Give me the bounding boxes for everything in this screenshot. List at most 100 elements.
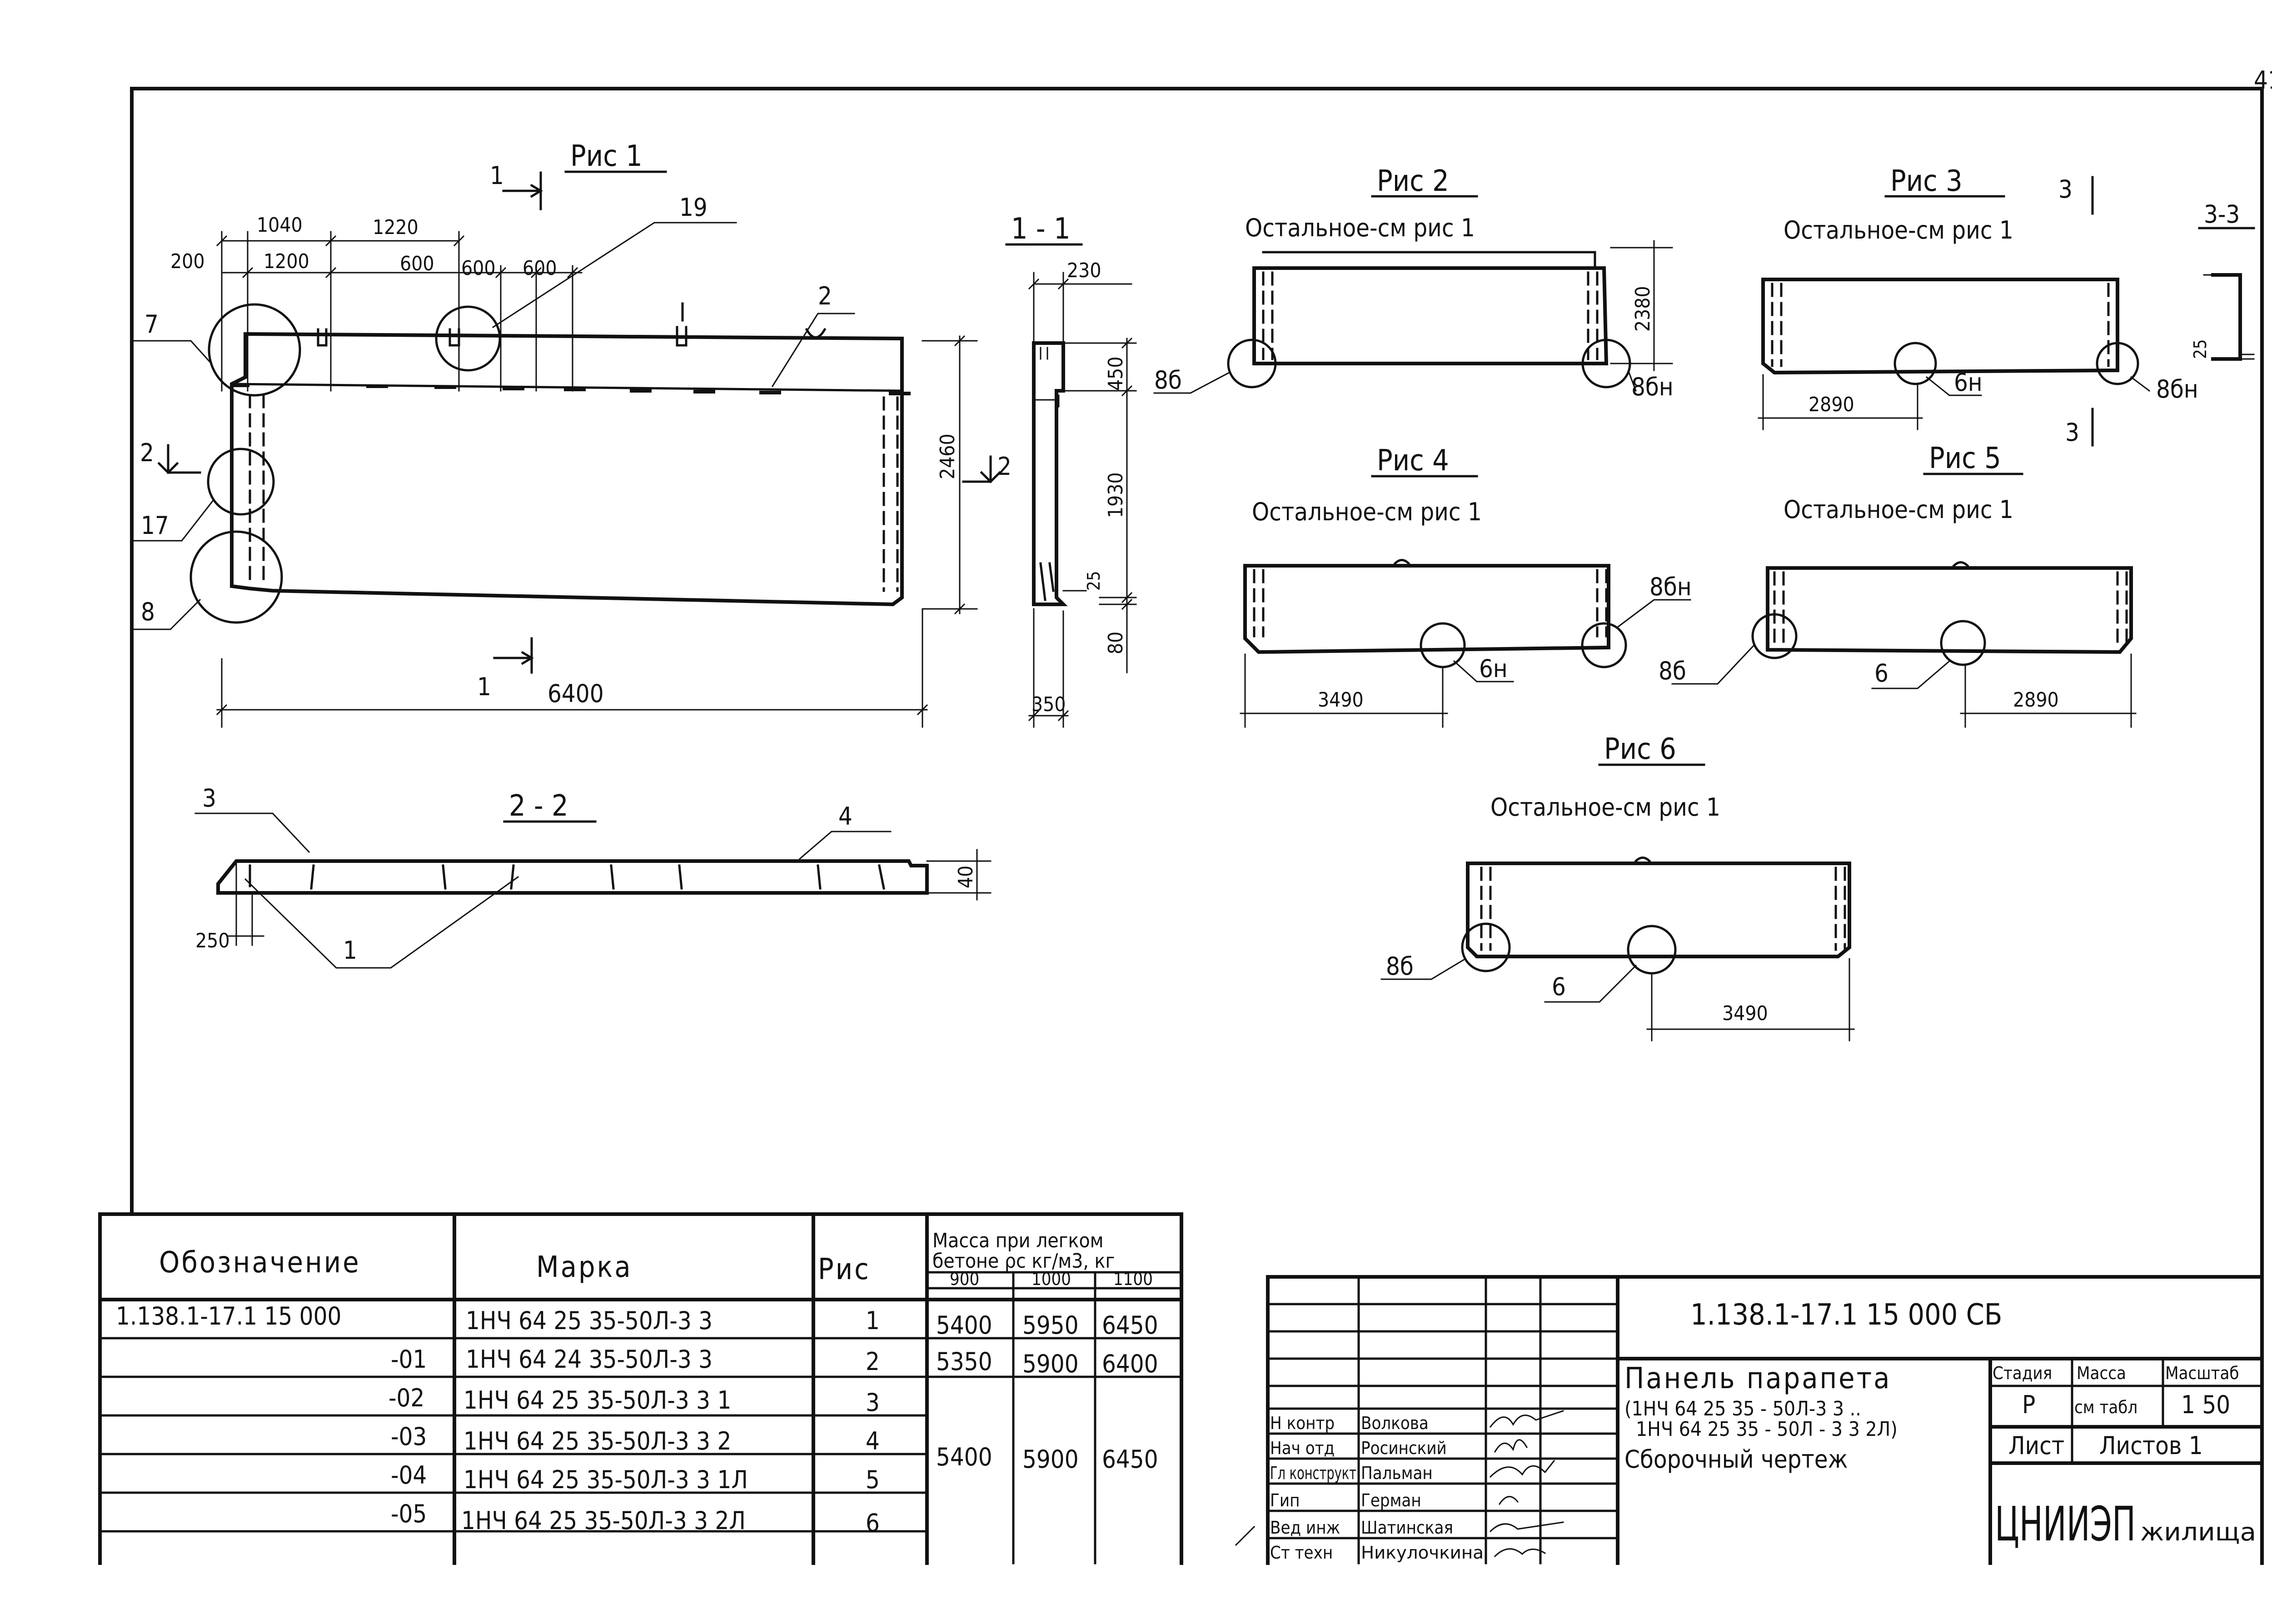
stage-value: Р — [2022, 1390, 2035, 1419]
fig5-note: Остальное-см рис 1 — [1784, 495, 2013, 524]
doc-name-line2: (1НЧ 64 25 35 - 50Л-3 3 .. — [1624, 1397, 1861, 1420]
row0-m900: 5400 — [936, 1311, 992, 1340]
fig5-panel-outline — [1766, 566, 2133, 654]
fig3-dim-2890: 2890 — [1809, 393, 1854, 416]
sheets-label: Листов 1 — [2099, 1431, 2203, 1460]
row2-designation: -02 — [389, 1384, 424, 1412]
row5-mark: 1НЧ 64 25 35-50Л-3 3 2Л — [461, 1506, 746, 1535]
signer-name-4: Шатинская — [1361, 1518, 1453, 1538]
row0-fig: 1 — [866, 1306, 880, 1335]
header-fig: Рис — [818, 1253, 871, 1286]
group-m1100: 6450 — [1102, 1445, 1158, 1474]
group-m900: 5400 — [936, 1443, 992, 1471]
figure-3: Рис 3 3 Остальное-см рис 1 2890 6н 8бн 3 — [1758, 164, 2198, 447]
fig3-callout-right: 8бн — [2156, 375, 2198, 404]
dim-1220: 1220 — [373, 216, 419, 239]
fig1-panel-outline — [230, 332, 904, 607]
header-1100: 1100 — [1113, 1269, 1153, 1289]
fig2-dim-2380: 2380 — [1631, 286, 1654, 332]
fig2-note: Остальное-см рис 1 — [1245, 214, 1475, 242]
fig5-title: Рис 5 — [1929, 442, 2001, 475]
header-mass-line2: бетоне ρс кг/м3, кг — [932, 1250, 1115, 1273]
mass-value: см табл — [2074, 1397, 2137, 1417]
row0-m1100: 6450 — [1102, 1311, 1158, 1340]
row4-mark: 1НЧ 64 25 35-50Л-3 3 1Л — [463, 1465, 748, 1494]
figure-5: Рис 5 Остальное-см рис 1 8б 6 2890 — [1659, 442, 2137, 728]
scale-value: 1 50 — [2181, 1390, 2230, 1419]
dim-25: 25 — [1084, 571, 1104, 591]
row3-fig: 4 — [866, 1427, 880, 1455]
org-main: ЦНИИЭП — [1995, 1496, 2136, 1552]
fig4-panel-outline — [1243, 564, 1610, 654]
dim-6400: 6400 — [548, 679, 604, 708]
fig2-panel-outline — [1252, 266, 1609, 365]
group-m1000: 5900 — [1022, 1445, 1079, 1474]
callout-4: 4 — [838, 802, 852, 831]
header-900: 900 — [950, 1269, 979, 1289]
fig3-cut-bottom: 3 — [2065, 418, 2079, 447]
section-1-1: 1 - 1 230 450 1930 25 80 350 — [1005, 212, 1137, 728]
header-designation: Обозначение — [159, 1246, 361, 1280]
signer-role-4: Вед инж — [1270, 1518, 1340, 1538]
figure-1: Рис 1 1 1 1040 1220 200 1200 600 600 600 — [131, 139, 1011, 728]
signature-2 — [1489, 1460, 1555, 1478]
dim-1040: 1040 — [257, 214, 303, 237]
fig6-callout-mid: 6 — [1552, 972, 1566, 1001]
row2-fig: 3 — [866, 1388, 880, 1417]
header-mark: Марка — [536, 1250, 633, 1284]
signature-4 — [1489, 1521, 1564, 1533]
signer-role-2: Гл конструкт — [1270, 1463, 1356, 1483]
signature-0 — [1489, 1410, 1564, 1428]
dim-350: 350 — [1031, 693, 1066, 716]
callout-19: 19 — [679, 193, 708, 222]
section22-title: 2 - 2 — [509, 789, 568, 823]
fig5-callout-mid: 6 — [1874, 659, 1888, 687]
sheet-frame — [98, 87, 2264, 1565]
row2-mark: 1НЧ 64 25 35-50Л-3 3 1 — [463, 1386, 731, 1415]
dim-200: 200 — [170, 250, 205, 273]
dim-600-c: 600 — [523, 257, 557, 280]
fig3-cut-top: 3 — [2058, 175, 2073, 204]
callout-2: 2 — [818, 282, 832, 310]
row0-m1000: 5950 — [1022, 1311, 1079, 1340]
fig2-title: Рис 2 — [1377, 164, 1449, 198]
section11-title: 1 - 1 — [1011, 212, 1071, 246]
fig6-panel-outline — [1466, 862, 1851, 958]
row4-fig: 5 — [866, 1465, 880, 1494]
fig1-sec2-left: 2 — [140, 438, 154, 467]
signer-role-5: Ст техн — [1270, 1543, 1333, 1563]
scale-label: Масштаб — [2165, 1363, 2239, 1383]
fig1-sec2-right: 2 — [997, 452, 1011, 481]
figure-6: Рис 6 Остальное-см рис 1 8б 6 3490 — [1380, 732, 1855, 1041]
title-block: 1.138.1-17.1 15 000 СБ Панель парапета (… — [1235, 1275, 2264, 1565]
fig4-dim-3490: 3490 — [1318, 688, 1364, 712]
row1-m900: 5350 — [936, 1347, 992, 1376]
doc-name-line3: 1НЧ 64 25 35 - 50Л - 3 3 2Л) — [1636, 1418, 1898, 1441]
row3-mark: 1НЧ 64 25 35-50Л-3 3 2 — [463, 1427, 731, 1455]
doc-name-line4: Сборочный чертеж — [1624, 1445, 1848, 1474]
org-sub: жилища — [2140, 1518, 2256, 1546]
fig6-dim-3490: 3490 — [1722, 1002, 1768, 1025]
row1-m1000: 5900 — [1022, 1350, 1079, 1378]
fig4-title: Рис 4 — [1377, 444, 1449, 478]
fig3-callout-mid: 6н — [1954, 368, 1983, 397]
signer-name-2: Пальман — [1361, 1463, 1433, 1483]
doc-code: 1.138.1-17.1 15 000 СБ — [1690, 1298, 2002, 1332]
section22-profile — [216, 859, 929, 895]
signer-name-1: Росинский — [1361, 1438, 1447, 1458]
row4-designation: -04 — [391, 1461, 427, 1489]
section33-dim-25: 25 — [2190, 339, 2210, 359]
section-3-3: 3-3 25 — [2190, 200, 2255, 361]
callout-8: 8 — [141, 598, 155, 626]
signer-name-5: Никулочкина — [1361, 1543, 1484, 1563]
callout-7: 7 — [144, 310, 159, 339]
fig6-note: Остальное-см рис 1 — [1490, 793, 1720, 822]
callout-3: 3 — [202, 784, 216, 812]
row0-designation: 1.138.1-17.1 15 000 — [116, 1302, 341, 1330]
signer-role-1: Нач отд — [1270, 1438, 1335, 1458]
signer-name-0: Волкова — [1361, 1413, 1429, 1433]
mass-label: Масса — [2077, 1363, 2126, 1383]
dim-600-b: 600 — [461, 257, 496, 280]
row1-mark: 1НЧ 64 24 35-50Л-3 3 — [466, 1345, 712, 1374]
